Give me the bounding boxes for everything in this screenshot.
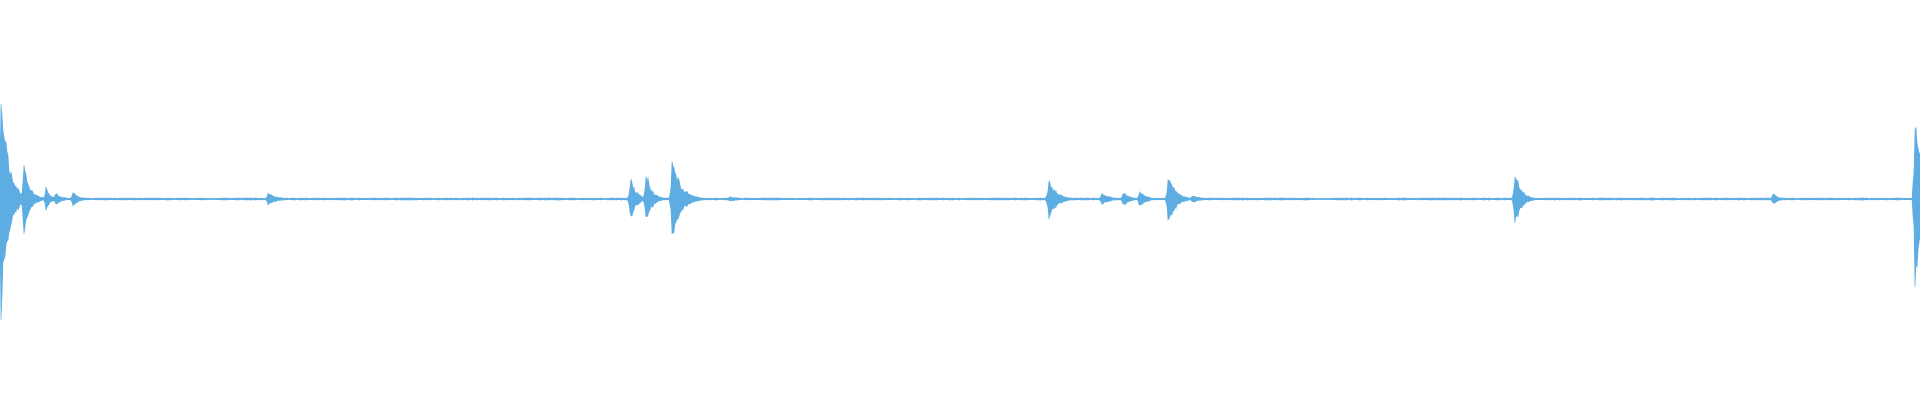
waveform-envelope	[0, 104, 1920, 320]
